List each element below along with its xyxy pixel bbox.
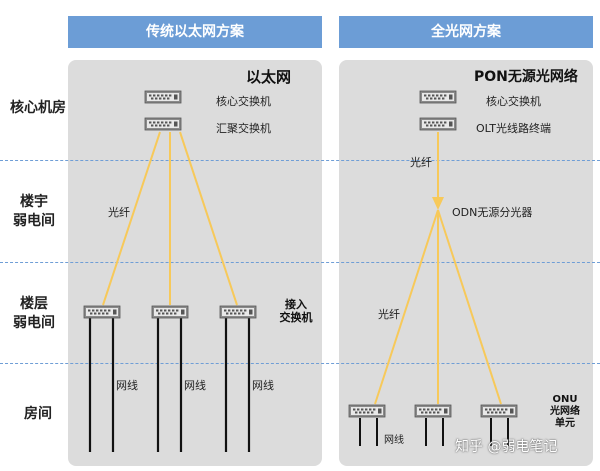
onu-label-line2: 光网络 <box>550 406 580 417</box>
ethernet-aggregation-switch-icon <box>144 117 182 131</box>
ethernet-network-cables <box>88 318 251 452</box>
olt-label: OLT光线路终端 <box>476 122 551 135</box>
onu-icon <box>414 404 452 418</box>
row-label-building-line1: 楼宇 <box>20 194 48 210</box>
row-label-room: 房间 <box>24 406 52 422</box>
row-divider <box>0 363 600 364</box>
olt-icon <box>419 117 457 131</box>
row-label-floor-line1: 楼层 <box>20 296 48 312</box>
row-label-core-room: 核心机房 <box>10 100 66 116</box>
ethernet-scheme-header: 传统以太网方案 <box>68 16 322 48</box>
ethernet-fiber-label: 光纤 <box>108 206 130 219</box>
ethernet-fiber-lines <box>102 131 238 306</box>
ethernet-panel <box>68 60 322 466</box>
optical-network-cables <box>359 418 509 446</box>
onu-icon <box>348 404 386 418</box>
optical-scheme-header: 全光网方案 <box>339 16 593 48</box>
optical-fiber-label-bottom: 光纤 <box>378 308 400 321</box>
optical-panel <box>339 60 593 466</box>
optical-cable-label: 网线 <box>384 435 404 446</box>
row-label-floor-line2: 弱电间 <box>13 315 55 331</box>
row-label-building: 楼宇 弱电间 <box>13 193 76 231</box>
ethernet-aggregation-switch-label: 汇聚交换机 <box>216 122 271 135</box>
ethernet-cable-label: 网线 <box>184 379 206 392</box>
watermark: 知乎 @弱电笔记 <box>455 439 558 455</box>
optical-fiber-label-top: 光纤 <box>410 156 432 169</box>
ethernet-core-switch-icon <box>144 90 182 104</box>
optical-core-switch-icon <box>419 90 457 104</box>
onu-label: ONU 光网络 单元 <box>548 394 582 430</box>
ethernet-cable-label: 网线 <box>252 379 274 392</box>
access-switch-icon <box>83 305 121 319</box>
row-label-building-line2: 弱电间 <box>13 213 55 229</box>
optical-fiber-lines <box>374 132 502 405</box>
row-divider <box>0 160 600 161</box>
onu-label-line3: 单元 <box>555 418 575 429</box>
ethernet-cable-label: 网线 <box>116 379 138 392</box>
odn-splitter-label: ODN无源分光器 <box>452 206 533 219</box>
ethernet-panel-title: 以太网 <box>246 68 292 86</box>
access-switch-icon <box>219 305 257 319</box>
access-switch-label-line2: 交换机 <box>279 311 313 324</box>
odn-splitter-icon <box>432 197 444 210</box>
onu-icon <box>480 404 518 418</box>
access-switch-label-line1: 接入 <box>285 298 307 311</box>
onu-label-line1: ONU <box>552 394 578 405</box>
optical-core-switch-label: 核心交换机 <box>486 95 541 108</box>
row-label-floor: 楼层 弱电间 <box>13 295 76 333</box>
access-switch-label: 接入 交换机 <box>276 298 316 324</box>
row-divider <box>0 262 600 263</box>
access-switch-icon <box>151 305 189 319</box>
ethernet-core-switch-label: 核心交换机 <box>216 95 271 108</box>
optical-panel-title: PON无源光网络 <box>474 69 578 85</box>
